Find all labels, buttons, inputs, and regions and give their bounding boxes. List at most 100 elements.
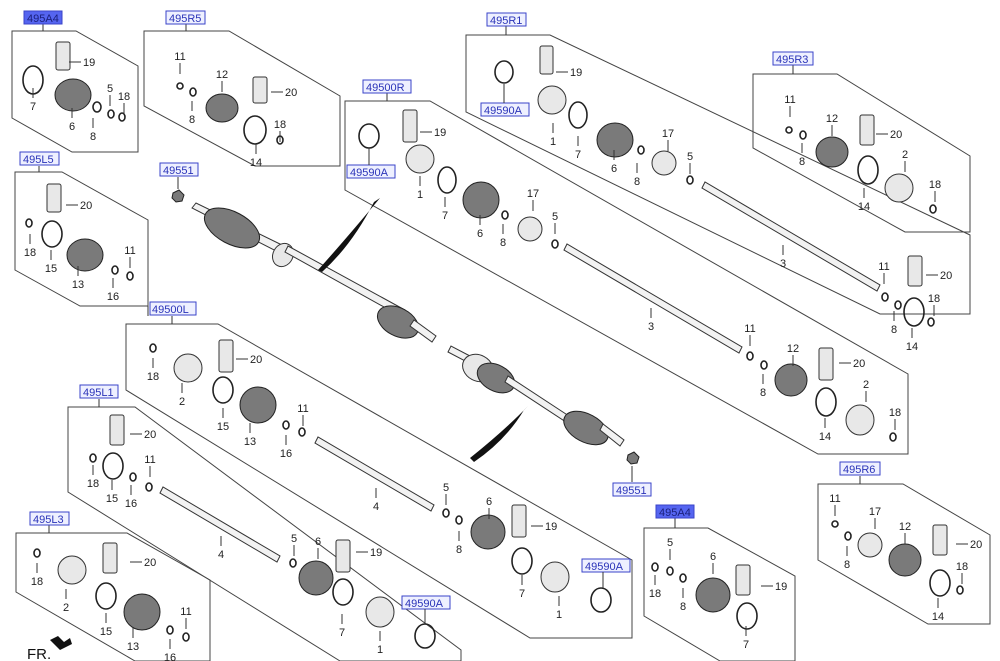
- shaft-3-upper[interactable]: [701, 181, 881, 292]
- front-direction-marker: FR.: [27, 636, 72, 661]
- part-callout-number: 11: [180, 606, 191, 618]
- group-label-495R1[interactable]: 495R1: [486, 12, 527, 27]
- group-label-text: 495R1: [490, 15, 522, 27]
- part-callout-number: 1: [550, 136, 556, 148]
- part-callout-number: 19: [434, 127, 446, 139]
- part-callout-number: 19: [570, 67, 582, 79]
- part-callout-number: 5: [687, 151, 693, 163]
- part-callout-number: 8: [844, 559, 850, 571]
- part-callout-number: 18: [24, 247, 36, 259]
- group-label-text: 495L5: [23, 154, 54, 166]
- part-callout-number: 18: [956, 561, 968, 573]
- shaft-3-lower[interactable]: [563, 243, 743, 354]
- part-callout-number: 17: [527, 188, 539, 200]
- group-label-49500L[interactable]: 49500L: [149, 301, 197, 316]
- part-label-49590A-r1[interactable]: 49590A: [480, 102, 530, 117]
- group-label-text: 495A4: [659, 507, 691, 519]
- part-callout-number: 20: [144, 557, 156, 569]
- nut-49551-bottom: [626, 451, 640, 465]
- group-label-text: 495A4: [27, 13, 59, 25]
- part-callout-number: 8: [90, 131, 96, 143]
- part-label-text: 49590A: [405, 598, 444, 610]
- frame-495A4-top: [11, 30, 139, 153]
- part-callout-number: 19: [545, 521, 557, 533]
- part-callout-number: 18: [118, 91, 130, 103]
- frame-495R6: [817, 483, 991, 625]
- part-callout-number: 14: [906, 341, 918, 353]
- part-callout-number: 18: [147, 371, 159, 383]
- part-callout-number: 18: [649, 588, 661, 600]
- part-callout-number: 16: [280, 448, 292, 460]
- assembly-indicator-arrow: [318, 198, 380, 272]
- part-callout-number: 11: [144, 454, 155, 466]
- group-label-text: 49500L: [152, 304, 189, 316]
- frame-49500R: [344, 100, 909, 455]
- part-callout-number: 6: [477, 228, 483, 240]
- part-callout-number: 7: [339, 627, 345, 639]
- frame-495A4-bottom: [643, 527, 796, 661]
- shaft-4-upper[interactable]: [314, 436, 435, 512]
- part-callout-number: 4: [373, 501, 379, 513]
- part-callout-number: 3: [780, 258, 786, 270]
- part-callout-number: 19: [83, 57, 95, 69]
- part-callout-number: 8: [634, 176, 640, 188]
- part-callout-number: 15: [45, 263, 57, 275]
- part-label-49590A-l[interactable]: 49590A: [581, 558, 631, 573]
- part-label-49551-bottom[interactable]: 49551: [612, 482, 652, 497]
- front-label: FR.: [27, 646, 51, 661]
- group-label-495A4-top[interactable]: 495A4: [23, 10, 63, 25]
- drive-shaft-lower[interactable]: [447, 345, 640, 465]
- part-callout-number: 17: [869, 506, 881, 518]
- part-callout-number: 5: [667, 537, 673, 549]
- group-label-495R5[interactable]: 495R5: [165, 10, 206, 25]
- part-callout-number: 5: [107, 83, 113, 95]
- part-callout-number: 6: [710, 551, 716, 563]
- part-callout-number: 7: [519, 588, 525, 600]
- part-callout-number: 8: [189, 114, 195, 126]
- part-callout-number: 8: [500, 237, 506, 249]
- part-callout-number: 6: [315, 536, 321, 548]
- frame-495R5: [143, 30, 341, 167]
- part-label-text: 49551: [616, 485, 647, 497]
- part-label-49590A-l1[interactable]: 49590A: [401, 595, 451, 610]
- group-label-495A4-bottom[interactable]: 495A4: [655, 504, 695, 519]
- part-callout-number: 11: [829, 493, 840, 505]
- part-callout-number: 15: [217, 421, 229, 433]
- part-callout-number: 16: [125, 498, 137, 510]
- part-label-text: 49590A: [585, 561, 624, 573]
- part-callout-number: 19: [775, 581, 787, 593]
- group-label-495L1[interactable]: 495L1: [79, 384, 119, 399]
- part-callout-number: 17: [662, 128, 674, 140]
- group-label-495R6[interactable]: 495R6: [839, 461, 881, 476]
- shaft-4-lower[interactable]: [159, 486, 281, 563]
- frame-495L1: [67, 406, 462, 661]
- part-label-text: 49551: [163, 165, 194, 177]
- part-label-49590A-r[interactable]: 49590A: [346, 164, 396, 179]
- part-callout-number: 13: [72, 279, 84, 291]
- part-callout-number: 20: [853, 358, 865, 370]
- part-callout-number: 5: [552, 211, 558, 223]
- part-callout-number: 20: [144, 429, 156, 441]
- part-callout-number: 1: [556, 609, 562, 621]
- part-callout-number: 11: [784, 94, 795, 106]
- part-callout-number: 15: [106, 493, 118, 505]
- part-callout-number: 16: [107, 291, 119, 303]
- part-callout-number: 20: [970, 539, 982, 551]
- drive-shaft-upper[interactable]: [191, 200, 437, 345]
- part-callout-number: 20: [890, 129, 902, 141]
- part-callout-number: 11: [297, 403, 308, 415]
- group-label-495R3[interactable]: 495R3: [772, 51, 814, 66]
- group-label-495L5[interactable]: 495L5: [19, 151, 60, 166]
- group-label-49500R[interactable]: 49500R: [362, 79, 412, 94]
- part-callout-number: 14: [858, 201, 870, 213]
- group-label-495L3[interactable]: 495L3: [29, 511, 70, 526]
- front-arrow-icon: [50, 636, 72, 650]
- part-callout-number: 12: [787, 343, 799, 355]
- part-callout-number: 18: [87, 478, 99, 490]
- part-callout-number: 5: [443, 482, 449, 494]
- frame-49500L: [125, 323, 633, 639]
- nut-49551-top: [171, 189, 185, 203]
- part-callout-number: 11: [174, 51, 185, 63]
- part-callout-number: 14: [932, 611, 944, 623]
- part-label-49551-top[interactable]: 49551: [159, 162, 199, 177]
